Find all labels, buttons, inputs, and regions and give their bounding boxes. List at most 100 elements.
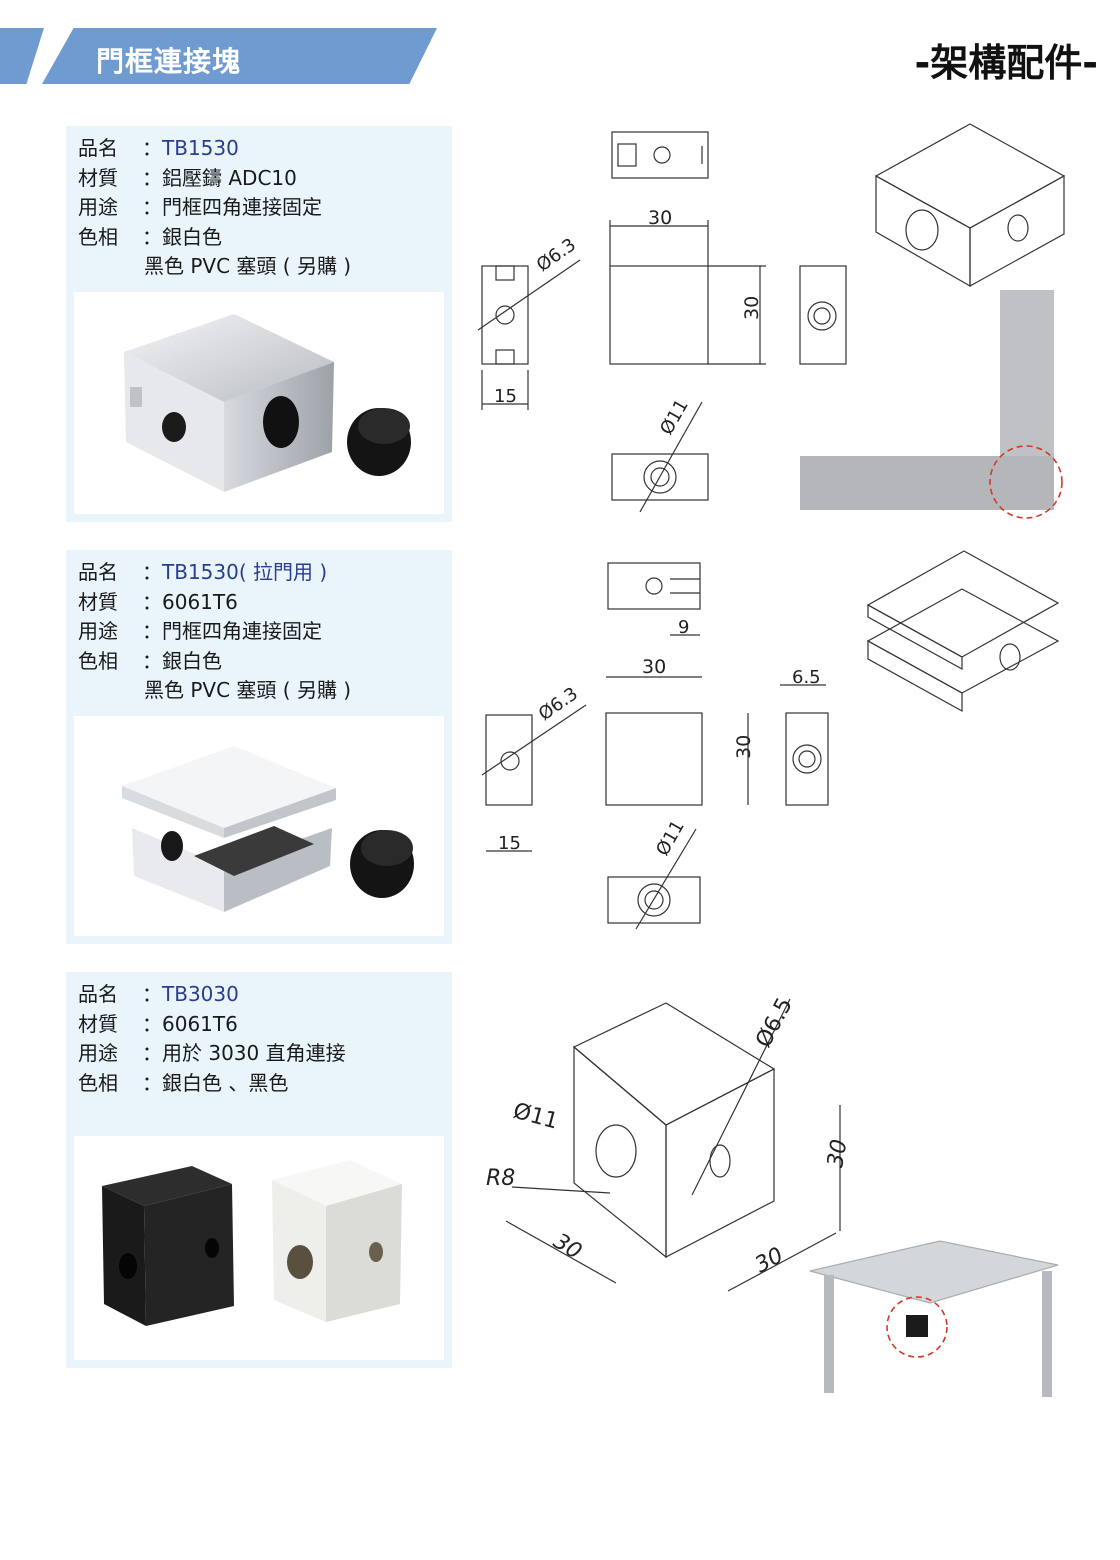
header-banner — [42, 28, 437, 84]
spec-material: 材質：鋁壓鑄 ADC10 — [78, 164, 351, 194]
side-view-outline — [481, 265, 529, 365]
spec-key: 用途 — [78, 619, 118, 643]
spec-key: 色相 — [78, 648, 118, 673]
corner-cube — [906, 1315, 928, 1337]
model-number: TB1530( 拉門用 ) — [162, 560, 328, 584]
spec-value: 用於 3030 直角連接 — [162, 1041, 346, 1065]
side-view-hole — [495, 305, 515, 325]
iso-right — [969, 174, 1065, 288]
side-view-outline — [485, 714, 533, 806]
bottom-view-outline — [607, 876, 701, 924]
dim-width-label: 30 — [642, 656, 666, 678]
dim-height-label: 30 — [733, 735, 755, 759]
dim-width-label: 30 — [648, 207, 672, 229]
iso-top — [866, 550, 1060, 658]
highlight-circle — [886, 1296, 948, 1358]
block-photo-illustration — [124, 314, 411, 492]
spec-key: 用途 — [78, 195, 118, 219]
dim-height-label: 30 — [823, 1138, 852, 1170]
model-number: TB1530 — [162, 136, 239, 160]
product-photo — [74, 292, 444, 514]
drawing-svg: R8 Ø11 Ø6.5 30 30 30 — [486, 994, 1059, 1397]
end-view-hole-outer — [807, 301, 837, 331]
spec-value: 門框四角連接固定 — [162, 619, 322, 643]
spec-key: 材質 — [78, 165, 118, 190]
iso-left — [875, 174, 971, 288]
frame-rail — [800, 456, 1054, 510]
iso-lower — [866, 588, 1060, 694]
spec-color: 色相：銀白色 — [78, 647, 351, 677]
drawing-svg: 30 30 Ø6.3 15 Ø11 — [477, 123, 1066, 519]
highlight-circle — [989, 445, 1063, 519]
dim-radius-label: R8 — [486, 1166, 515, 1191]
spec-block: 品名：TB1530 材質：鋁壓鑄 ADC10 用途：門框四角連接固定 色相：銀白… — [78, 134, 351, 282]
dim-small-hole-label: Ø6.3 — [535, 683, 582, 725]
technical-drawing-3: R8 Ø11 Ø6.5 30 30 30 — [470, 975, 1070, 1405]
dim-depth-label: 15 — [498, 833, 521, 854]
spec-key: 材質 — [78, 589, 118, 614]
spec-value: 6061T6 — [162, 589, 238, 614]
bottom-view-outline — [611, 453, 709, 501]
cube-photo-illustration — [102, 1160, 402, 1326]
spec-color: 色相：銀白色 、黑色 — [78, 1069, 346, 1099]
dim-width-a-label: 30 — [549, 1229, 586, 1265]
dim-depth-label: 15 — [494, 386, 517, 407]
dim-large-hole-label: Ø11 — [656, 396, 693, 439]
spec-name: 品名：TB1530( 拉門用 ) — [78, 558, 351, 588]
product-photo — [74, 1136, 444, 1360]
spec-extra: 黑色 PVC 塞頭 ( 另購 ) — [78, 252, 351, 282]
frame-leg-right — [1042, 1271, 1052, 1397]
iso-right — [665, 1068, 775, 1258]
spec-key: 品名 — [78, 136, 118, 160]
top-view-outline — [607, 562, 701, 610]
product-panel-3: 品名：TB3030 材質：6061T6 用途：用於 3030 直角連接 色相：銀… — [66, 972, 452, 1368]
dim-side-label: 6.5 — [792, 667, 821, 688]
end-view-outline — [785, 712, 829, 806]
spec-material: 材質：6061T6 — [78, 588, 351, 618]
spec-key: 品名 — [78, 982, 118, 1006]
technical-drawing-2: 9 30 30 Ø6.3 15 6.5 Ø11 — [470, 545, 1070, 945]
spec-color: 色相：銀白色 — [78, 223, 351, 253]
spec-key: 用途 — [78, 1041, 118, 1065]
technical-drawing-1: 30 30 Ø6.3 15 Ø11 — [470, 120, 1070, 530]
spec-material: 材質：6061T6 — [78, 1010, 346, 1040]
dim-small-hole-label: Ø6.5 — [751, 994, 798, 1052]
spec-key: 材質 — [78, 1011, 118, 1036]
spec-usage: 用途：門框四角連接固定 — [78, 193, 351, 223]
spec-usage: 用途：門框四角連接固定 — [78, 617, 351, 647]
spec-name: 品名：TB1530 — [78, 134, 351, 164]
product-panel-2: 品名：TB1530( 拉門用 ) 材質：6061T6 用途：門框四角連接固定 色… — [66, 550, 452, 944]
spec-value: 銀白色 、黑色 — [162, 1070, 289, 1095]
header-stripe — [0, 28, 44, 84]
iso-top — [874, 123, 1066, 229]
end-view-hole-inner — [813, 307, 831, 325]
frame-leg-left — [824, 1275, 834, 1393]
spec-block: 品名：TB1530( 拉門用 ) 材質：6061T6 用途：門框四角連接固定 色… — [78, 558, 351, 706]
dim-large-hole-label: Ø11 — [510, 1099, 560, 1135]
front-view-outline — [605, 712, 703, 806]
spec-key: 色相 — [78, 224, 118, 249]
drawing-svg: 9 30 30 Ø6.3 15 6.5 Ø11 — [481, 550, 1060, 930]
model-number: TB3030 — [162, 982, 239, 1006]
spec-value: 銀白色 — [162, 224, 222, 249]
top-view-outline — [611, 131, 709, 179]
dim-large-hole-label: Ø11 — [652, 817, 689, 860]
spec-value: 銀白色 — [162, 648, 222, 673]
product-panel-1: 品名：TB1530 材質：鋁壓鑄 ADC10 用途：門框四角連接固定 色相：銀白… — [66, 126, 452, 522]
iso-top-edge — [867, 603, 963, 671]
page-title: 門框連接塊 — [96, 45, 242, 78]
spec-value: 鋁壓鑄 ADC10 — [162, 165, 297, 190]
front-view-outline — [609, 265, 709, 365]
spec-usage: 用途：用於 3030 直角連接 — [78, 1039, 346, 1069]
spec-name: 品名：TB3030 — [78, 980, 346, 1010]
frame-top — [809, 1240, 1059, 1304]
dim-small-hole-label: Ø6.3 — [533, 234, 580, 276]
end-view-outline — [799, 265, 847, 365]
sliding-block-photo-illustration — [122, 746, 414, 912]
product-photo — [74, 716, 444, 936]
dim-slot-label: 9 — [678, 617, 689, 638]
iso-left — [573, 1045, 667, 1259]
top-view-slot — [617, 143, 637, 167]
spec-key: 色相 — [78, 1070, 118, 1095]
spec-value: 門框四角連接固定 — [162, 195, 322, 219]
